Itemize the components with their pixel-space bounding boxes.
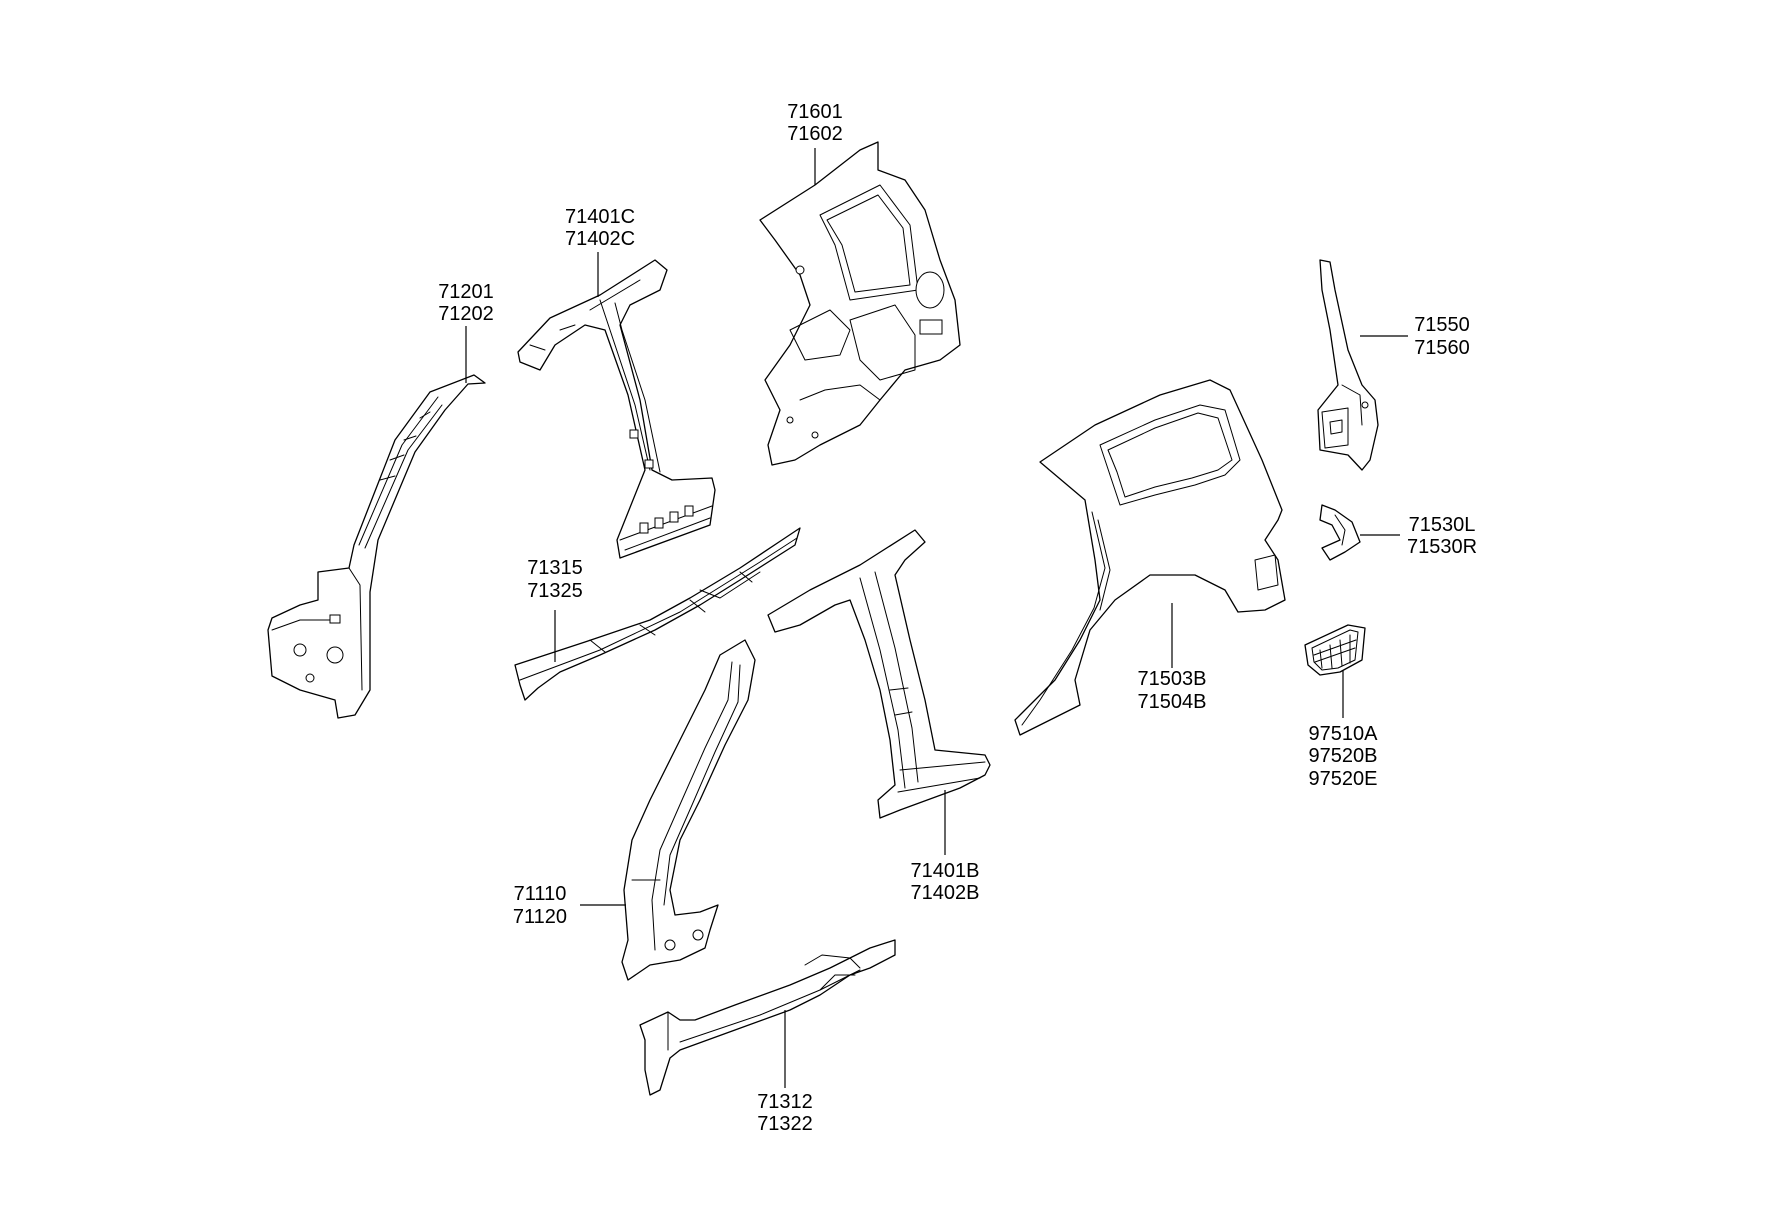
part-number-label: 71560 [1414,337,1470,359]
part-number-label: 71401C [565,206,635,228]
quarter-inner-drawing [759,141,961,466]
leader-lines [465,148,1408,1088]
sill-reinforcement-drawing [514,527,801,701]
part-number-label: 71503B [1138,668,1207,690]
part-number-label: 71530R [1407,536,1477,558]
part-number-label: 71504B [1138,691,1207,713]
side-sill-drawing [639,939,896,1096]
part-number-label: 71312 [757,1091,813,1113]
front-pillar-drawing [621,639,756,981]
fuel-pocket-drawing [1319,504,1361,561]
part-number-label: 71110 [514,883,567,905]
part-number-label: 71401B [911,860,980,882]
part-number-label: 97520B [1309,745,1378,767]
part-number-label: 71402B [911,882,980,904]
part-labels: 71201 71202 71401C 71402C 71601 71602 71… [438,101,1477,1135]
center-pillar-inner-drawing [517,259,716,559]
vent-grille-drawing [1304,624,1366,676]
part-number-label: 71530L [1409,514,1476,536]
rear-pillar-trim-drawing [1317,259,1379,471]
a-pillar-upper-drawing [267,374,486,719]
center-pillar-outer-drawing [767,529,991,819]
part-number-label: 71601 [787,101,843,123]
part-number-label: 71315 [527,557,583,579]
part-number-label: 97520E [1309,768,1378,790]
part-number-label: 71402C [565,228,635,250]
part-number-label: 71322 [757,1113,813,1135]
part-number-label: 71602 [787,123,843,145]
part-number-label: 71201 [438,281,494,303]
part-number-label: 71120 [513,906,567,928]
part-number-label: 71325 [527,580,583,602]
part-number-label: 71550 [1414,314,1470,336]
part-number-label: 71202 [438,303,494,325]
part-number-label: 97510A [1309,723,1379,745]
quarter-outer-drawing [1014,379,1286,736]
